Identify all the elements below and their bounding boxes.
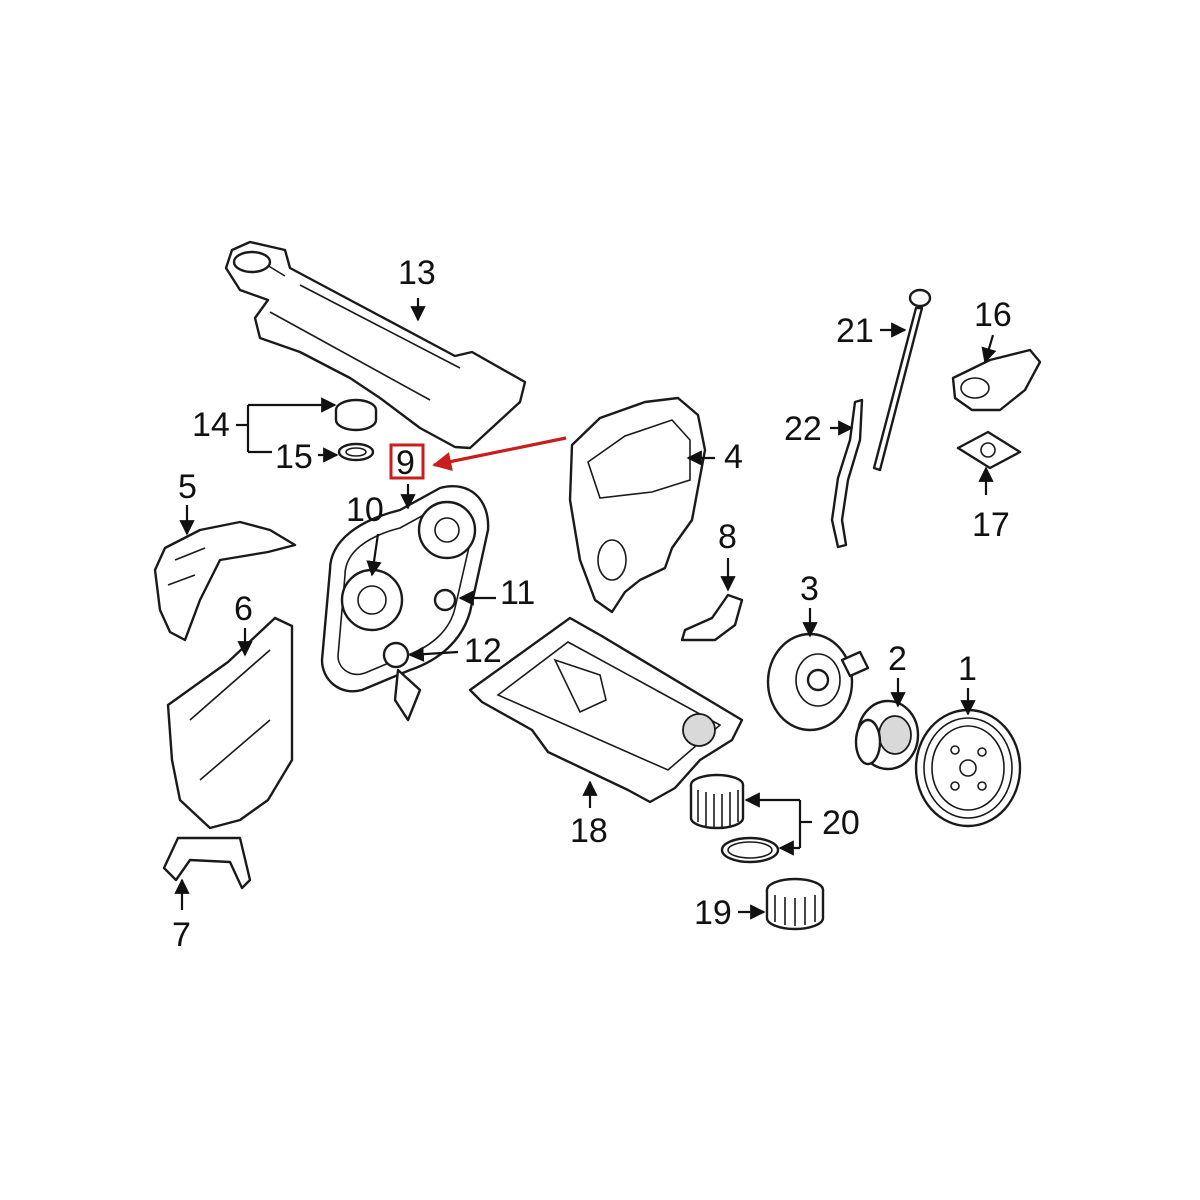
part-16-sensor xyxy=(951,348,1042,412)
part-17-gasket xyxy=(956,430,1022,470)
label-4: 4 xyxy=(724,438,743,476)
label-14: 14 xyxy=(192,406,230,444)
label-11: 11 xyxy=(500,574,535,612)
label-6: 6 xyxy=(234,590,253,628)
part-7-bracket xyxy=(162,836,252,890)
part-20-ring xyxy=(720,836,780,864)
label-22: 22 xyxy=(784,410,822,448)
part-19-cap xyxy=(765,877,825,931)
part-labels: 13 14 15 9 10 11 12 5 6 7 4 8 3 2 1 18 2… xyxy=(172,254,1012,954)
part-15-seal xyxy=(337,442,375,462)
label-10: 10 xyxy=(346,491,384,529)
highlight-arrow xyxy=(432,436,567,471)
label-16: 16 xyxy=(974,296,1012,334)
part-22-tube xyxy=(830,398,864,549)
label-13: 13 xyxy=(398,254,436,292)
part-13-upper-cover xyxy=(224,240,527,450)
label-7: 7 xyxy=(172,916,191,954)
part-2-gear xyxy=(854,699,920,771)
label-5: 5 xyxy=(178,468,197,506)
label-12: 12 xyxy=(464,632,502,670)
part-20-filter xyxy=(689,773,745,830)
highlight-callout xyxy=(389,436,567,480)
label-18: 18 xyxy=(570,812,608,850)
part-10-timing-belt xyxy=(320,485,490,722)
leader-lines xyxy=(174,298,997,920)
label-20: 20 xyxy=(822,804,860,842)
label-19: 19 xyxy=(694,894,732,932)
label-17: 17 xyxy=(972,506,1010,544)
label-3: 3 xyxy=(800,570,819,608)
part-21-dipstick xyxy=(872,288,932,472)
label-21: 21 xyxy=(836,312,874,350)
part-6-cover xyxy=(166,616,294,830)
label-8: 8 xyxy=(718,518,737,556)
part-8-strip xyxy=(680,593,744,642)
part-1-pulley xyxy=(914,708,1022,828)
label-15: 15 xyxy=(275,438,313,476)
label-9: 9 xyxy=(396,444,415,482)
part-14-cap xyxy=(334,398,378,432)
label-1: 1 xyxy=(958,650,977,688)
highlight-box xyxy=(389,443,425,480)
part-3-pump xyxy=(766,632,870,732)
label-2: 2 xyxy=(888,640,907,678)
part-4-front-cover xyxy=(568,396,707,614)
part-18-oil-pan xyxy=(468,616,744,804)
part-5-cover xyxy=(153,520,297,642)
